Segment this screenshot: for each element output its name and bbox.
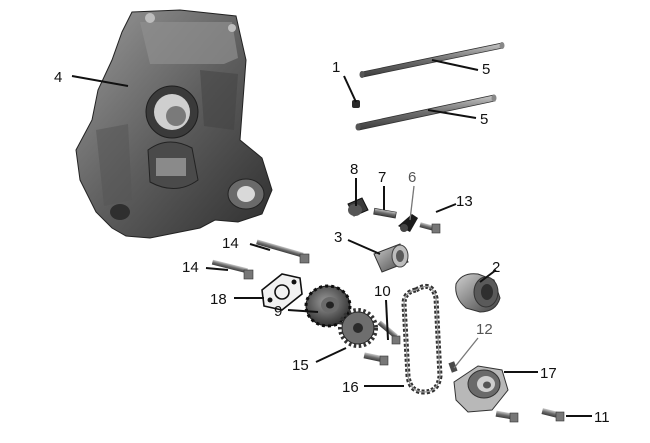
leader-2 xyxy=(479,269,497,283)
leader-14a xyxy=(249,243,271,251)
bolt-short xyxy=(363,352,389,366)
leader-9 xyxy=(287,309,319,313)
leader-14b xyxy=(205,267,229,271)
part-label-12: 12 xyxy=(476,321,493,338)
bolt-13 xyxy=(419,222,441,234)
drive-chain xyxy=(401,283,443,395)
part-label-17: 16 xyxy=(342,379,359,396)
leader-4 xyxy=(71,75,129,87)
gasket-plate xyxy=(261,273,303,311)
bolt-14-lower xyxy=(211,259,254,280)
part-label-13: 13 xyxy=(456,193,473,210)
bolt-11b xyxy=(495,410,519,423)
part-label-1: 1 xyxy=(332,59,340,76)
leader-3 xyxy=(347,239,381,255)
part-label-4: 4 xyxy=(54,69,62,86)
part-label-3: 3 xyxy=(334,229,342,246)
part-label-15: 15 xyxy=(292,357,309,374)
part-label-10: 10 xyxy=(374,283,391,300)
part-label-6: 6 xyxy=(408,169,416,186)
leader-1 xyxy=(343,75,357,103)
part-label-14b: 14 xyxy=(182,259,199,276)
sleeve xyxy=(347,197,369,217)
part-label-18: 18 xyxy=(210,291,227,308)
push-rod-lower xyxy=(355,94,497,131)
part-label-5b: 5 xyxy=(480,111,488,128)
dowel-12 xyxy=(448,361,458,373)
leader-lines xyxy=(71,59,592,417)
bolt-14-upper xyxy=(256,239,310,264)
oil-pump-cup xyxy=(455,273,501,313)
pin xyxy=(373,207,397,219)
part-label-11: 11 xyxy=(594,409,610,426)
pump-body xyxy=(453,365,509,413)
bolt-11 xyxy=(541,408,565,422)
leader-6 xyxy=(409,185,415,221)
part-label-2: 2 xyxy=(492,259,500,276)
leader-15 xyxy=(315,347,347,363)
leader-5b xyxy=(427,109,477,119)
sprocket xyxy=(338,308,378,348)
leader-12 xyxy=(453,337,479,369)
leader-10 xyxy=(385,299,389,341)
crankcase-half xyxy=(75,9,273,239)
part-label-16: 17 xyxy=(540,365,557,382)
bushing xyxy=(373,243,409,273)
pump-rotor xyxy=(304,284,352,328)
part-label-8: 8 xyxy=(350,161,358,178)
lever xyxy=(398,214,418,232)
leader-13 xyxy=(435,203,457,213)
bolt-10 xyxy=(377,320,401,345)
leader-5a xyxy=(431,59,479,71)
dowel-pin xyxy=(352,100,360,108)
part-label-9: 9 xyxy=(274,303,282,320)
part-label-5a: 5 xyxy=(482,61,490,78)
part-labels: 4 1 5 5 8 7 6 13 3 2 14 14 18 9 10 15 12… xyxy=(54,59,610,426)
part-label-7: 7 xyxy=(378,169,386,186)
part-label-14a: 14 xyxy=(222,235,239,252)
